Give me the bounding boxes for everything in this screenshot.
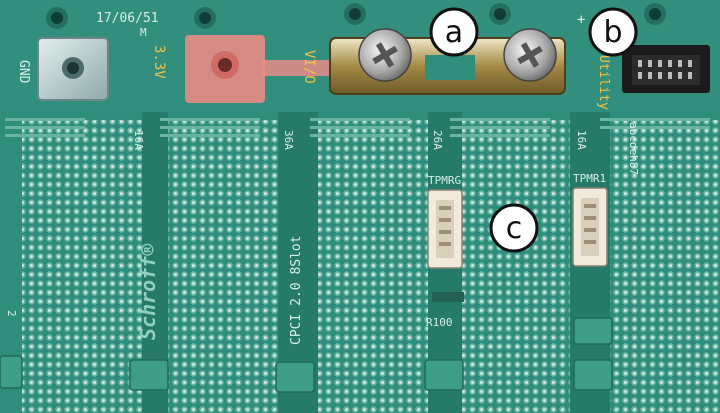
callout-c: c xyxy=(489,203,539,253)
brand-schroff: Schroff® xyxy=(136,243,160,340)
screw-left xyxy=(358,28,412,82)
date-code: 17/06/51 xyxy=(96,11,159,26)
bus-bar xyxy=(329,28,566,95)
svg-text:c: c xyxy=(506,211,523,246)
callout-b: b xyxy=(588,7,638,57)
resistor-footprint xyxy=(432,292,464,302)
rating-2: 36A xyxy=(282,130,295,150)
label-vio: VI/O xyxy=(301,50,317,84)
utility-header-connector xyxy=(622,45,710,93)
label-cpci: CPCI 2.0 8Slot xyxy=(289,235,304,345)
pin-labels: abcdeh87 xyxy=(627,122,640,175)
label-utility: Utility xyxy=(596,55,611,110)
label-gnd: GND xyxy=(16,60,31,84)
label-3v3: 3.3V xyxy=(151,45,167,79)
label-r100: R100 xyxy=(426,316,453,329)
mounting-holes xyxy=(46,3,666,29)
gnd-terminal xyxy=(37,37,109,101)
edge-number: 2 xyxy=(5,310,18,317)
bottom-pads xyxy=(0,317,613,393)
perfboard-grid xyxy=(22,120,720,413)
plus-mark: + xyxy=(577,12,585,28)
rev-code: M xyxy=(140,26,147,39)
label-tpmrg: TPMRG xyxy=(428,174,461,187)
screw-right xyxy=(503,28,557,82)
connector-tpmr1 xyxy=(572,187,608,267)
svg-text:a: a xyxy=(445,15,463,50)
edge-traces xyxy=(5,118,710,137)
rating-3: 26A xyxy=(431,130,444,150)
label-tpmr1: TPMR1 xyxy=(573,172,606,185)
callout-a: a xyxy=(429,7,479,57)
connector-tpmrg xyxy=(427,189,463,269)
rating-1: 16A xyxy=(132,130,145,150)
svg-text:b: b xyxy=(603,15,622,50)
3v3-terminal xyxy=(185,35,332,103)
rating-4: 16A xyxy=(575,130,588,150)
